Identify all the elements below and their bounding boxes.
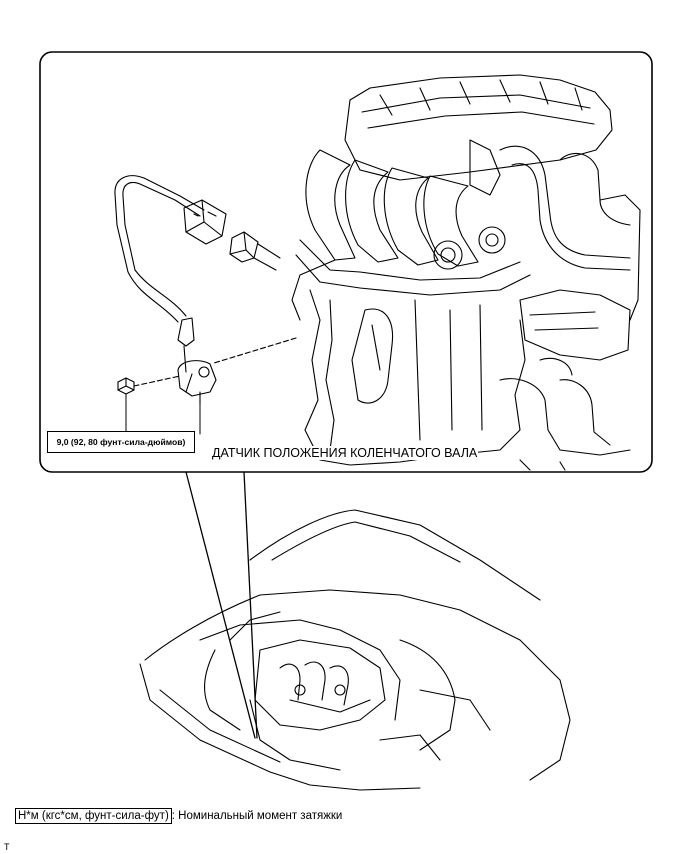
corner-mark: T xyxy=(4,842,10,852)
sensor-mount-dashed-line xyxy=(213,337,297,364)
harness-connector xyxy=(183,199,227,245)
legend: Н*м (кгс*см, фунт-сила-фут): Номинальный… xyxy=(15,808,342,824)
engine-illustration xyxy=(213,74,641,471)
detail-leader-lines xyxy=(185,471,258,739)
crankshaft-sensor-body xyxy=(177,360,217,397)
torque-spec-label: 9,0 (92, 80 фунт-сила-дюймов) xyxy=(47,431,195,453)
legend-unit-box: Н*м (кгс*см, фунт-сила-фут) xyxy=(15,808,172,824)
detail-frame xyxy=(39,51,653,473)
crankshaft-sensor-harness xyxy=(114,175,281,435)
vehicle-engine-bay xyxy=(139,509,571,791)
crankshaft-sensor-label: ДАТЧИК ПОЛОЖЕНИЯ КОЛЕНЧАТОГО ВАЛА xyxy=(211,446,479,460)
legend-description: : Номинальный момент затяжки xyxy=(171,810,343,822)
